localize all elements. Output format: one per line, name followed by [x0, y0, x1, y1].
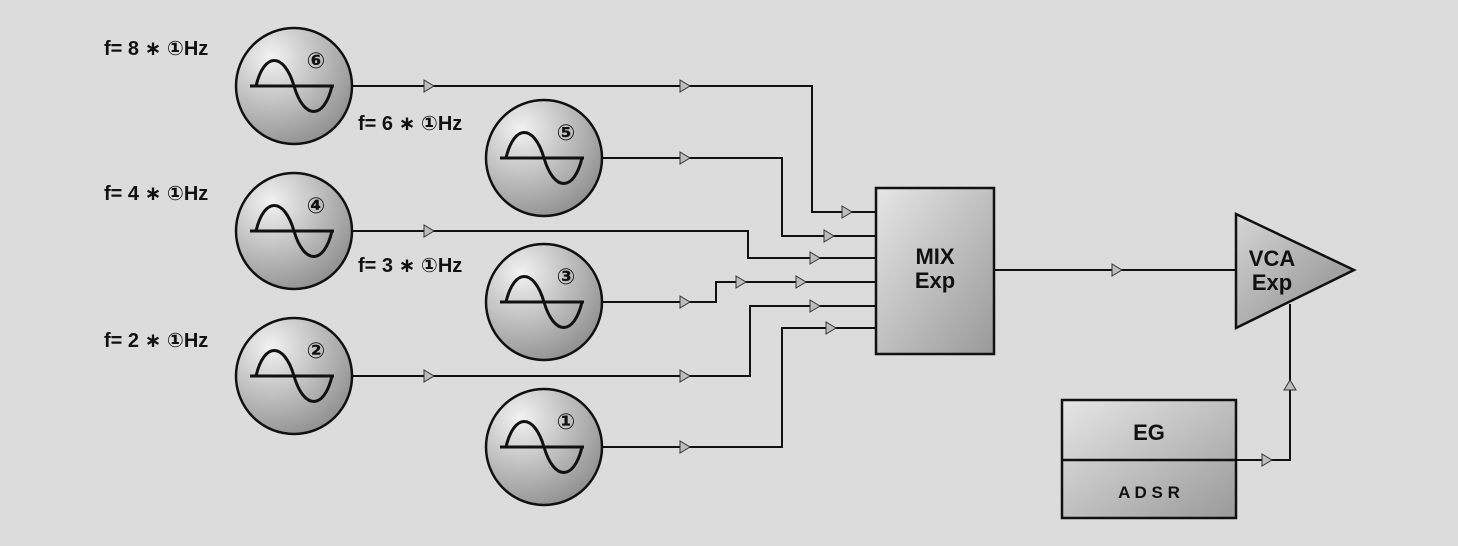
sine-wave-icon — [500, 131, 584, 185]
sine-wave-icon — [250, 349, 334, 403]
freq-label-osc3: f= 3 ∗ ①Hz — [358, 255, 462, 277]
sine-wave-icon — [500, 275, 584, 329]
sine-wave-icon — [250, 204, 334, 258]
mixer-box — [874, 186, 996, 356]
mixer-label-line2: Exp — [915, 268, 955, 293]
mixer-block: MIX Exp — [874, 186, 996, 356]
oscillator-3-number: ③ — [557, 264, 576, 289]
freq-label-osc6: f= 8 ∗ ①Hz — [104, 38, 208, 60]
arrow-osc6-c — [841, 205, 853, 219]
arrow-osc6-a — [423, 79, 435, 93]
arrow-eg-to-vca — [1283, 379, 1297, 391]
arrow-osc3-a — [679, 295, 691, 309]
oscillator-6-number: ⑥ — [307, 48, 326, 73]
oscillator-5: ⑤ — [484, 98, 604, 218]
arrow-osc4-b — [809, 251, 821, 265]
oscillator-4: ④ — [234, 171, 354, 291]
arrow-osc5-b — [823, 229, 835, 243]
oscillator-1: ① — [484, 387, 604, 507]
oscillator-5-number: ⑤ — [557, 120, 576, 145]
envelope-generator: EG A D S R — [1060, 398, 1238, 520]
freq-label-osc2: f= 2 ∗ ①Hz — [104, 330, 208, 352]
arrow-osc2-c — [809, 299, 821, 313]
oscillator-1-number: ① — [557, 409, 576, 434]
sine-wave-icon — [500, 420, 584, 474]
arrow-osc1-b — [825, 321, 837, 335]
arrow-osc3-c — [795, 275, 807, 289]
vca-block: VCA Exp — [1234, 212, 1357, 331]
oscillator-2: ② — [234, 316, 354, 436]
oscillator-2-number: ② — [307, 338, 326, 363]
oscillator-3: ③ — [484, 242, 604, 362]
frequency-labels: f= 8 ∗ ①Hz f= 6 ∗ ①Hz f= 4 ∗ ①Hz f= 3 ∗ … — [104, 38, 462, 352]
arrow-mix-to-vca — [1111, 263, 1123, 277]
arrow-osc3-b — [735, 275, 747, 289]
arrow-eg-a — [1261, 453, 1273, 467]
wire-arrows — [423, 79, 1297, 467]
eg-subtitle: A D S R — [1118, 483, 1180, 502]
vca-label-line1: VCA — [1249, 246, 1296, 271]
arrow-osc2-a — [423, 369, 435, 383]
arrow-osc2-b — [679, 369, 691, 383]
arrow-osc5-a — [679, 151, 691, 165]
arrow-osc4-a — [423, 224, 435, 238]
wire-osc1-to-mix — [602, 327, 876, 448]
oscillator-6: ⑥ — [234, 26, 354, 146]
freq-label-osc4: f= 4 ∗ ①Hz — [104, 183, 208, 205]
freq-label-osc5: f= 6 ∗ ①Hz — [358, 113, 462, 135]
sine-wave-icon — [250, 59, 334, 113]
wire-osc5-to-mix — [602, 157, 876, 237]
wire-eg-to-vca — [1236, 304, 1291, 461]
wire-osc2-to-mix — [352, 305, 876, 377]
mixer-label-line1: MIX — [915, 244, 954, 269]
wire-osc6-to-mix — [352, 85, 876, 213]
oscillator-4-number: ④ — [307, 193, 326, 218]
arrow-osc1-a — [679, 440, 691, 454]
vca-label-line2: Exp — [1252, 270, 1292, 295]
arrow-osc6-b — [679, 79, 691, 93]
eg-title: EG — [1133, 420, 1165, 445]
vca-triangle — [1234, 212, 1357, 331]
